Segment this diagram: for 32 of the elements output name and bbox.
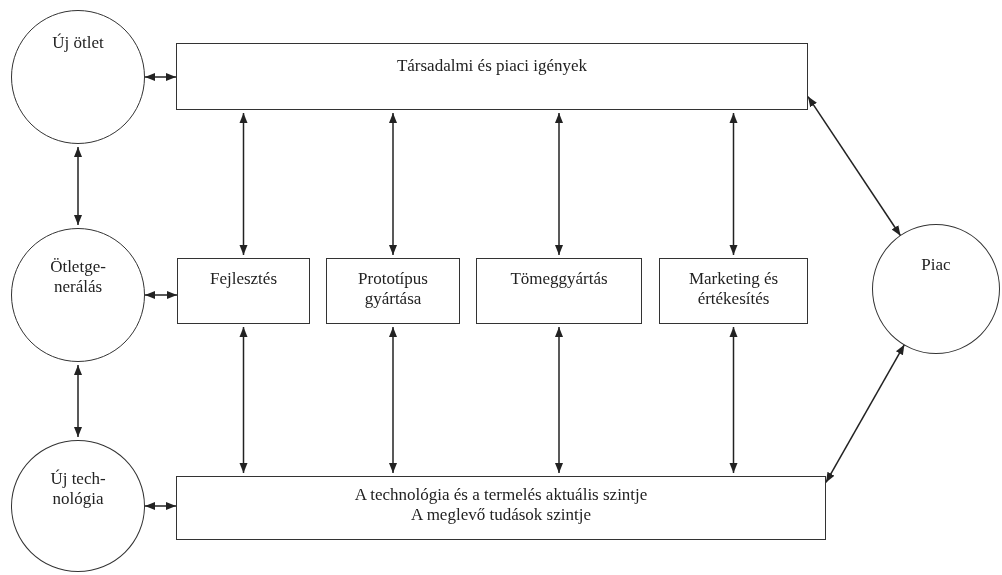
node-label: Fejlesztés bbox=[208, 269, 278, 290]
node-label: A meglevő tudások szintje bbox=[410, 505, 592, 526]
node-label: Ötletge- nerálás bbox=[49, 257, 107, 298]
double-arrow bbox=[239, 326, 248, 474]
double-arrow bbox=[729, 112, 738, 256]
node-label: Tömeggyártás bbox=[509, 269, 609, 290]
node-label: Prototípus gyártása bbox=[357, 269, 429, 310]
process-box bbox=[176, 476, 826, 540]
double-arrow bbox=[825, 343, 906, 484]
process-box bbox=[326, 258, 460, 324]
double-arrow bbox=[555, 326, 563, 474]
process-box bbox=[476, 258, 642, 324]
process-box bbox=[176, 43, 808, 110]
double-arrow bbox=[74, 146, 82, 226]
double-arrow bbox=[389, 326, 397, 474]
double-arrow bbox=[144, 73, 177, 81]
node-label: Társadalmi és piaci igények bbox=[395, 56, 589, 77]
double-arrow bbox=[74, 364, 82, 438]
double-arrow bbox=[239, 112, 248, 256]
process-box bbox=[659, 258, 808, 324]
node-label: Új ötlet bbox=[51, 33, 105, 54]
double-arrow bbox=[144, 502, 177, 510]
node-label: Piac bbox=[920, 255, 952, 276]
node-label: A technológia és a termelés aktuális szintje bbox=[353, 485, 649, 506]
process-box bbox=[177, 258, 310, 324]
node-label: Marketing és értékesítés bbox=[687, 269, 780, 310]
double-arrow bbox=[807, 95, 902, 237]
node-label: Új tech- nológia bbox=[49, 469, 107, 510]
double-arrow bbox=[389, 112, 397, 256]
double-arrow bbox=[729, 326, 738, 474]
double-arrow bbox=[144, 291, 178, 299]
double-arrow bbox=[555, 112, 563, 256]
